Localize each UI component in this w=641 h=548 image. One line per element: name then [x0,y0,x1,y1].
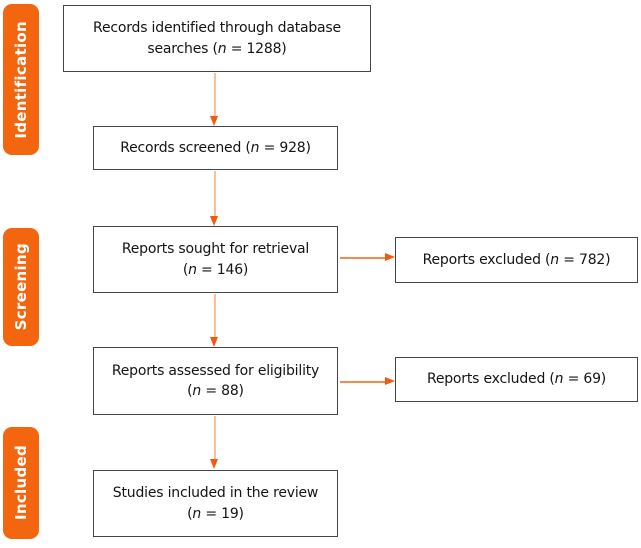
arrow-sought-to-assessed [214,294,216,338]
arrow-assessed-to-included [214,416,216,460]
box-studies-included-line1: Studies included in the review [112,485,319,502]
box-records-identified: Records identified through database sear… [63,5,371,72]
box-reports-excluded-screening-line2: Reports excluded (n = 782) [422,251,611,268]
arrow-screened-to-sought-head-icon [210,216,218,226]
arrow-identified-to-screened [214,73,216,117]
box-records-screened: Records screened (n = 928) [93,126,338,170]
box-reports-sought-line2: (n = 146) [182,261,249,278]
arrow-assessed-to-excluded-head-icon [385,377,395,385]
arrow-sought-to-assessed-head-icon [210,337,218,347]
box-reports-assessed-line1: Reports assessed for eligibility [111,362,320,379]
stage-label-identification-text: Identification [12,20,30,139]
stage-label-identification: Identification [3,4,39,155]
arrow-sought-to-excluded-head-icon [385,253,395,261]
box-records-screened-line2: Records screened (n = 928) [120,139,311,156]
arrow-screened-to-sought [214,171,216,217]
box-reports-sought: Reports sought for retrieval (n = 146) [93,226,338,293]
stage-label-screening: Screening [3,228,39,346]
arrow-identified-to-screened-head-icon [210,116,218,126]
box-records-identified-line1: Records identified through database [93,20,341,37]
box-reports-excluded-eligibility: Reports excluded (n = 69) [395,357,638,402]
box-reports-assessed-line2: (n = 88) [187,383,244,399]
arrow-sought-to-excluded [340,257,386,259]
box-records-identified-line2: searches (n = 1288) [147,40,287,57]
arrow-assessed-to-included-head-icon [210,459,218,469]
box-studies-included-line2: (n = 19) [187,505,244,522]
box-reports-excluded-eligibility-line2: Reports excluded (n = 69) [426,371,607,388]
box-studies-included: Studies included in the review (n = 19) [93,470,338,537]
box-reports-excluded-screening: Reports excluded (n = 782) [395,237,638,283]
stage-label-screening-text: Screening [12,243,30,331]
box-reports-assessed: Reports assessed for eligibility (n = 88… [93,347,338,415]
stage-label-included: Included [3,427,39,539]
box-reports-sought-line1: Reports sought for retrieval [121,241,310,258]
arrow-assessed-to-excluded [340,381,386,383]
stage-label-included-text: Included [12,445,30,521]
